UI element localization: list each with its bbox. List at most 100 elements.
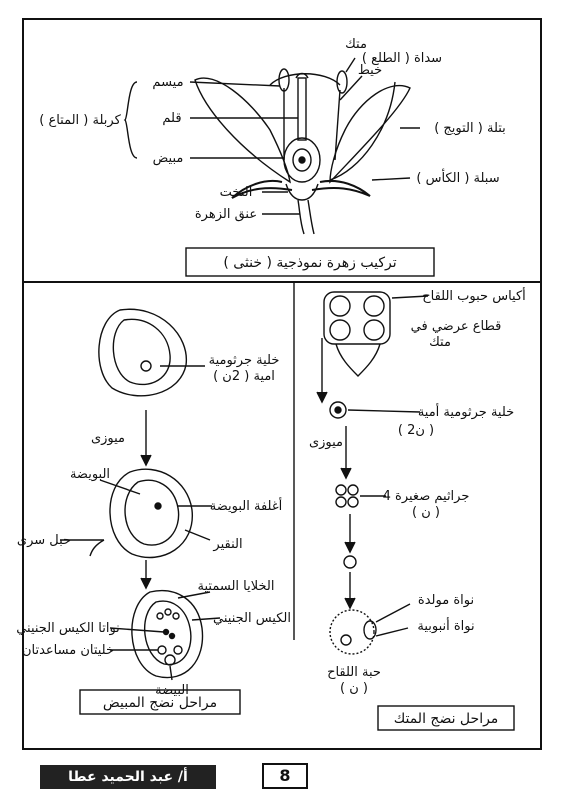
synergid-1 (157, 645, 167, 655)
arrow-anther-head (316, 391, 328, 404)
generative-nucleus (363, 620, 377, 640)
ovule-top (292, 148, 312, 172)
tetrad-3 (335, 496, 347, 508)
label-pedicel: عنق الزهرة (195, 207, 257, 222)
pedicel-left (297, 199, 305, 235)
leader-generative (375, 603, 411, 623)
leader-ovule (99, 479, 141, 495)
label-pollen-sub: ( ن ) (340, 681, 368, 696)
label-receptacle: التخت (220, 185, 253, 200)
stigma (295, 72, 309, 79)
petal-left (194, 77, 291, 184)
label-tetrad: 4 جراثيم صغيرة (383, 489, 470, 504)
page-number: 8 (262, 763, 308, 789)
label-funicle: حبل سرى (17, 533, 71, 548)
label-tetrad-sub: ( ن ) (412, 505, 440, 520)
label-embryo-sac: الكيس الجنيني (213, 611, 291, 626)
anther-section (323, 291, 391, 345)
arrow1-head (140, 454, 152, 467)
anther-left (278, 68, 290, 92)
pollen-mother-cell (329, 401, 347, 419)
label-spore-cell: خلية جرثومية (209, 353, 280, 368)
tetrad-4 (347, 496, 359, 508)
label-anther: ( الطلع ) سداة (362, 51, 442, 66)
polar-nucleus-1 (162, 628, 170, 636)
filament-right (334, 89, 341, 161)
synergid-2 (173, 645, 183, 655)
sepal-left (231, 180, 293, 199)
anther-title: مراحل نضج المتك (394, 711, 499, 727)
label-mother-cell: خلية جرثومية أمية (418, 403, 514, 420)
ovule-stage3-inner (144, 600, 192, 666)
label-style: قلم (162, 111, 181, 126)
sepal-right (311, 180, 371, 197)
flower-title: تركيب زهرة نموذجية ( خنثى ) (223, 255, 396, 271)
label-stigma: ميسم (152, 75, 183, 90)
label-section2: متك (429, 335, 451, 350)
anther-title-box (377, 705, 515, 731)
label-meiosis-right: ميوزى (309, 435, 343, 450)
leader-mother (347, 409, 421, 413)
petal-right-inner (329, 81, 396, 181)
label-antipodals: الخلايا السمتية (198, 579, 275, 594)
arrow3-head (340, 467, 352, 480)
label-synergids: خليتان مساعدتان (22, 643, 114, 658)
arrow5-head (344, 597, 356, 610)
antipodal-2 (164, 608, 172, 616)
label-spore-cell-sub: امية ( 2ن ) (213, 369, 275, 384)
author-badge: أ/ عبد الحميد عطا (40, 765, 216, 789)
label-micropyle: النقير (212, 537, 242, 552)
leader-polar (109, 627, 165, 633)
label-filament: خيط (358, 63, 382, 78)
label-sepal: ( الكأس ) سبلة (416, 168, 499, 186)
label-meiosis-left: ميوزى (91, 431, 125, 446)
anther-stages (316, 291, 429, 655)
microspore (343, 555, 357, 569)
antipodal-1 (156, 612, 164, 620)
arrow4-head (344, 541, 356, 554)
flower-drawing (123, 57, 420, 235)
ovule-nucleus (298, 156, 306, 164)
tube-nucleus (340, 634, 352, 646)
label-petal: ( التويج ) بتلة (434, 121, 506, 136)
leader-stigma (189, 81, 281, 87)
tetrad-2 (347, 484, 359, 496)
label-pistil: كربلة ( المتاع ) (39, 113, 121, 128)
petal-back (269, 73, 341, 86)
ovule-stage2-inner (124, 479, 180, 546)
leader-sepal (371, 177, 411, 181)
leader-tube (375, 627, 409, 637)
leader-anther (345, 57, 356, 73)
pollen-sac-3 (329, 319, 351, 341)
petal-right (329, 84, 411, 184)
ovule-stage2-outer (109, 468, 193, 559)
style (297, 77, 307, 141)
ovule-stage3-outer (131, 590, 204, 679)
leader-embryo-sac (191, 617, 221, 621)
label-ovule: البويضة (70, 467, 110, 482)
polar-nucleus-2 (168, 632, 176, 640)
ovule-stage1-outer (98, 308, 187, 397)
receptacle (285, 183, 319, 201)
egg-cell (164, 654, 176, 666)
page-frame (22, 18, 542, 750)
ovule-stage1-inner (112, 318, 171, 386)
antipodal-3 (172, 612, 180, 620)
flower-title-box (185, 247, 435, 277)
anther-base (335, 343, 381, 377)
label-integuments: أغلفة البويضة (210, 497, 282, 514)
label-ovary: مبيض (153, 151, 184, 166)
label-egg: البيضة (155, 683, 189, 698)
pedicel-right (307, 199, 315, 235)
ovule-title: مراحل نضج المبيض (103, 695, 217, 711)
leader-egg (169, 665, 173, 681)
leader-antipodals (177, 591, 211, 599)
pollen-sac-2 (363, 295, 385, 317)
label-anther-head: متك (345, 37, 367, 52)
label-pollen: حبة اللقاح (327, 665, 381, 680)
label-tube: نواة أنبوبية (417, 617, 474, 634)
pollen-sac-4 (363, 319, 385, 341)
leader-filament (339, 75, 363, 101)
pollen-grain (329, 609, 375, 655)
